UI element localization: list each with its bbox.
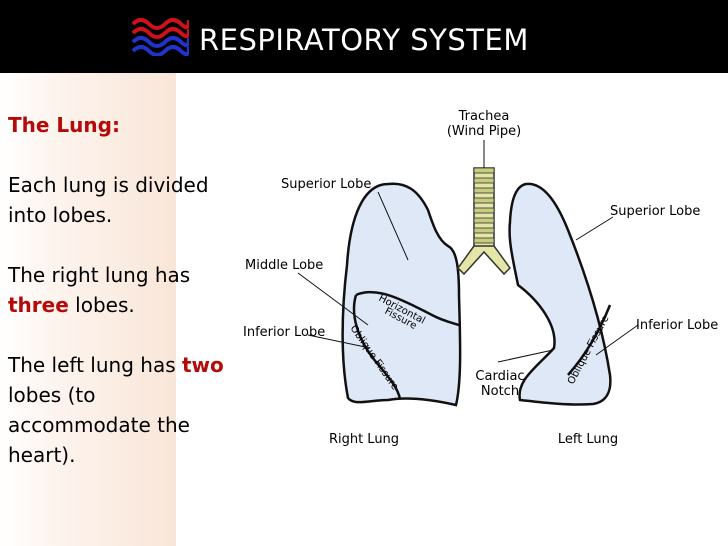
- right-superior-lobe-label: Superior Lobe: [281, 177, 371, 192]
- right-lung-text-before: The right lung has: [8, 263, 191, 287]
- right-lung-text-after: lobes.: [75, 293, 135, 317]
- page-title: RESPIRATORY SYSTEM: [199, 23, 529, 57]
- left-inferior-lobe-label: Inferior Lobe: [636, 318, 718, 333]
- cardiac-notch-sub-label: Notch: [481, 384, 519, 399]
- three-emphasis: three: [8, 293, 69, 317]
- left-lung-label: Left Lung: [558, 432, 618, 447]
- oblique-fissure-left-line: [567, 304, 612, 376]
- lobes-intro: Each lung is divided into lobes.: [8, 173, 209, 227]
- right-middle-lobe-label: Middle Lobe: [245, 258, 323, 273]
- left-lung-text: The left lung has two lobes (to accommod…: [8, 350, 238, 470]
- left-superior-lobe-label: Superior Lobe: [610, 204, 700, 219]
- lung-diagram: Trachea (Wind Pipe) Superior Lobe Superi…: [243, 109, 718, 447]
- trachea-sub-label: (Wind Pipe): [447, 124, 521, 139]
- trachea-shape: [457, 167, 511, 276]
- lung-description: The Lung: Each lung is divided into lobe…: [8, 110, 238, 500]
- left-lung-text-before: The left lung has: [8, 353, 176, 377]
- left-lung-shape: [508, 182, 612, 406]
- right-inferior-lobe-label: Inferior Lobe: [243, 325, 325, 340]
- right-lung-shape: [341, 182, 462, 407]
- right-lung-text: The right lung has three lobes.: [8, 260, 238, 320]
- red-blue-wave-icon: [131, 18, 189, 56]
- left-gradient-panel: [0, 73, 176, 546]
- horizontal-fissure-line: [355, 290, 460, 327]
- pointer-lines: [297, 140, 639, 363]
- lung-heading: The Lung:: [8, 113, 120, 137]
- trachea-label: Trachea: [458, 109, 510, 124]
- right-lung-label: Right Lung: [329, 432, 399, 447]
- oblique-fissure-right-line: [352, 294, 402, 400]
- title-bar: RESPIRATORY SYSTEM: [0, 0, 728, 73]
- cardiac-notch-label: Cardiac: [475, 369, 524, 384]
- left-lung-text-after: lobes (to accommodate the heart).: [8, 383, 190, 467]
- two-emphasis: two: [181, 353, 224, 377]
